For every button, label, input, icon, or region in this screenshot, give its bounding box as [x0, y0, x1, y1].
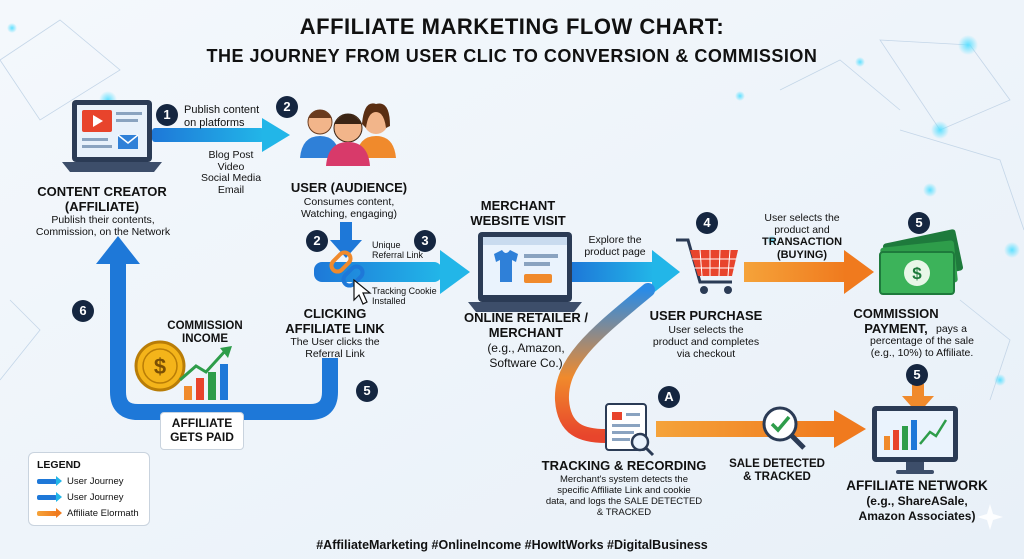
clicking-link-desc: The User clicks the Referral Link: [290, 336, 380, 360]
affiliate-paid-title: AFFILIATE GETS PAID: [170, 416, 234, 444]
cursor-icon: [353, 278, 372, 305]
legend-item: Affiliate Elormath: [37, 508, 139, 519]
badge-step-5-payout: 5: [356, 380, 378, 402]
affiliate-paid-box: AFFILIATE GETS PAID: [160, 412, 244, 450]
page-subtitle: THE JOURNEY FROM USER CLIC TO CONVERSION…: [206, 46, 818, 66]
badge-step-6: 6: [72, 300, 94, 322]
transaction-label: TRANSACTION (BUYING): [761, 236, 843, 261]
hashtags: #AffiliateMarketing #OnlineIncome #HowIt…: [316, 538, 708, 552]
legend-blue-arrow-icon: [37, 492, 62, 502]
content-creator-desc: Publish their contents, Commission, on t…: [35, 214, 171, 238]
sparkle-icon: [977, 504, 1003, 530]
page-title: AFFILIATE MARKETING FLOW CHART:: [299, 14, 725, 39]
commission-income-title: COMMISSION INCOME: [167, 320, 243, 345]
arrow-commission-to-network: [902, 384, 934, 414]
arrow-purchase-to-commission: [744, 250, 874, 294]
commission-payment-desc: percentage of the sale (e.g., 10%) to Af…: [870, 335, 974, 359]
badge-step-5-commission: 5: [908, 212, 930, 234]
badge-step-3: 3: [414, 230, 436, 252]
clicking-link-title: CLICKING AFFILIATE LINK: [285, 306, 385, 336]
arrow-user-to-link: [330, 222, 362, 258]
monitor-chart-icon: [872, 406, 958, 474]
shopping-cart-icon: [676, 238, 738, 294]
checkmark-search-icon: [762, 406, 806, 450]
affiliate-network-desc: (e.g., ShareASale, Amazon Associates): [858, 494, 976, 523]
legend-item-label: User Journey: [67, 492, 124, 503]
badge-step-2-user: 2: [276, 96, 298, 118]
svg-text:$: $: [912, 264, 922, 283]
legend: LEGEND User Journey User Journey Affilia…: [28, 452, 150, 526]
svg-text:$: $: [154, 354, 166, 379]
user-audience-title: USER (AUDIENCE): [290, 180, 408, 195]
users-icon: [300, 103, 396, 166]
badge-step-a: A: [658, 386, 680, 408]
coin-icon: $: [134, 340, 186, 392]
online-retailer-desc: (e.g., Amazon, Software Co.): [487, 341, 565, 370]
legend-item: User Journey: [37, 476, 124, 487]
online-retailer-title: ONLINE RETAILER / MERCHANT: [464, 310, 588, 340]
sale-detected-label: SALE DETECTED & TRACKED: [729, 458, 825, 483]
shirt-icon: [468, 232, 582, 312]
money-icon: $: [879, 229, 963, 295]
user-purchase-title: USER PURCHASE: [649, 308, 763, 323]
explore-label: Explore the product page: [584, 234, 646, 258]
tracking-cookie-label: Tracking Cookie Installed: [372, 286, 437, 306]
badge-step-4: 4: [696, 212, 718, 234]
user-audience-desc: Consumes content, Watching, engaging): [301, 196, 397, 220]
user-purchase-desc: User selects the product and completes v…: [652, 324, 760, 360]
select-product-label: User selects the product and: [764, 212, 840, 236]
commission-payment-inline: pays a: [936, 323, 967, 335]
laptop-icon: [62, 100, 162, 172]
legend-item-label: Affiliate Elormath: [67, 508, 139, 519]
arrow-merchant-to-purchase: [572, 250, 680, 294]
affiliate-network-title: AFFILIATE NETWORK: [846, 478, 988, 493]
commission-payment-title: COMMISSION PAYMENT,: [853, 306, 939, 336]
link-icon: [329, 250, 365, 288]
legend-blue-arrow-icon: [37, 476, 62, 486]
arrow-purchase-to-tracking: [554, 283, 655, 443]
legend-orange-arrow-icon: [37, 508, 62, 518]
badge-step-5-network: 5: [906, 364, 928, 386]
merchant-visit-title: MERCHANT WEBSITE VISIT: [470, 198, 566, 228]
arrow-publish: [152, 118, 290, 152]
document-search-icon: [605, 403, 655, 457]
content-creator-title: CONTENT CREATOR (AFFILIATE): [37, 184, 167, 214]
tracking-recording-desc: Merchant's system detects the specific A…: [545, 474, 703, 518]
tracking-recording-title: TRACKING & RECORDING: [541, 458, 707, 473]
badge-step-2-link: 2: [306, 230, 328, 252]
growth-chart-icon: [179, 346, 232, 400]
legend-title: LEGEND: [37, 459, 81, 471]
legend-item: User Journey: [37, 492, 124, 503]
platforms-list: Blog Post Video Social Media Email: [200, 149, 262, 196]
unique-link-label: Unique Referral Link: [372, 240, 424, 260]
publish-label: Publish content on platforms: [184, 104, 260, 129]
legend-item-label: User Journey: [67, 476, 124, 487]
badge-step-1: 1: [156, 104, 178, 126]
